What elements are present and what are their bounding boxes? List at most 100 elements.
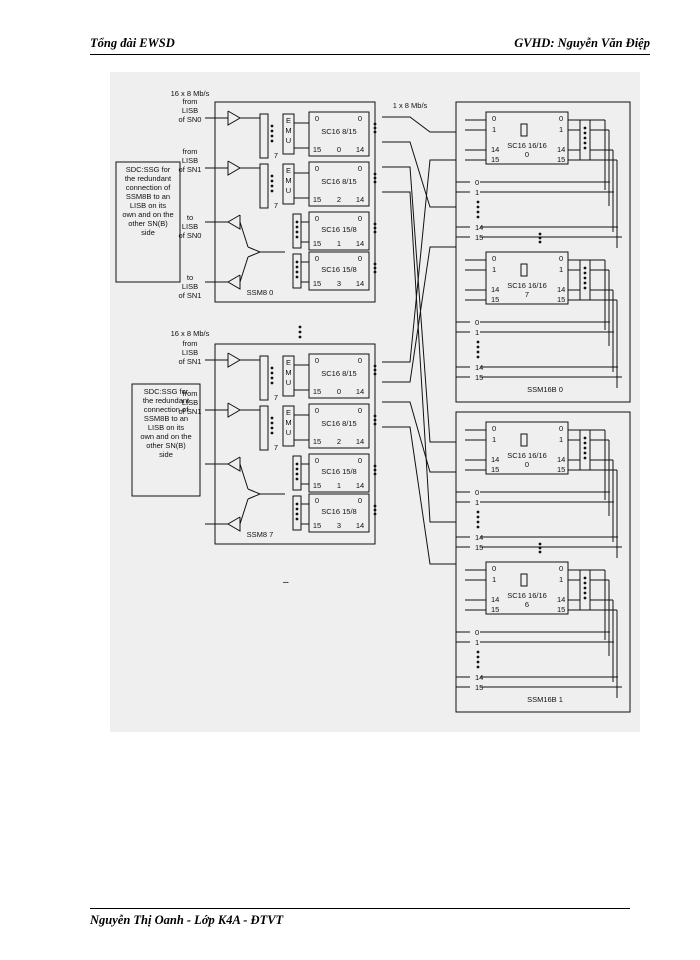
port-number: 14: [356, 195, 364, 204]
ssm16-block: [455, 411, 631, 713]
sc1616-block: [485, 111, 569, 165]
port-number: 14: [356, 521, 364, 530]
port-number: 1: [492, 575, 496, 584]
sc1616-index: 7: [525, 290, 529, 299]
port-number: 15: [475, 683, 483, 692]
input-amplifier: [227, 160, 241, 176]
port-number: 0: [475, 318, 479, 327]
port-number: 7: [274, 151, 278, 160]
port-number: 15: [491, 465, 499, 474]
port-number: 0: [475, 178, 479, 187]
continuation-dot: [270, 179, 274, 183]
sdc-note-text: SDC:SSG for: [126, 165, 171, 174]
continuation-dot: [583, 451, 587, 455]
source-label: LISB: [182, 156, 198, 165]
ssm16-label: SSM16B 0: [527, 385, 563, 394]
sdc-note-text: the redundant: [125, 174, 172, 183]
port-number: 14: [557, 145, 565, 154]
port-number: 14: [356, 481, 364, 490]
sc-index: 0: [337, 145, 341, 154]
port-number: 0: [315, 254, 319, 263]
sc-index: 1: [337, 481, 341, 490]
port-number: 0: [358, 356, 362, 365]
emu-letter: M: [285, 126, 291, 135]
port-number: 15: [313, 387, 321, 396]
port-number: 14: [475, 363, 483, 372]
ssm16-block: [455, 101, 631, 403]
sc-out-label: SC16 15/8: [321, 225, 356, 234]
continuation-dot: [583, 576, 587, 580]
sc-in-block: [308, 403, 370, 449]
port-number: 1: [559, 125, 563, 134]
port-number: 1: [559, 265, 563, 274]
emu-block: [282, 405, 295, 447]
continuation-dot: [295, 265, 299, 269]
switch-element: [520, 263, 528, 277]
emu-letter: E: [286, 116, 291, 125]
register-block: [579, 259, 591, 301]
continuation-dot: [476, 520, 480, 524]
register-block: [292, 253, 302, 289]
port-number: 14: [356, 437, 364, 446]
sdc-note-text: SSM8B to an: [126, 192, 170, 201]
dest-label: LISB: [182, 222, 198, 231]
sc-in-label: SC16 8/15: [321, 177, 356, 186]
port-number: 1: [492, 265, 496, 274]
dest-label: of SN1: [179, 291, 202, 300]
sc-in-label: SC16 8/15: [321, 419, 356, 428]
source-label: from: [183, 339, 198, 348]
port-number: 15: [313, 521, 321, 530]
dest-label: to: [187, 213, 193, 222]
port-number: 14: [356, 387, 364, 396]
port-number: 14: [557, 455, 565, 464]
source-label: of SN1: [179, 357, 202, 366]
continuation-dot: [476, 655, 480, 659]
sc-index: 3: [337, 279, 341, 288]
continuation-dot: [476, 350, 480, 354]
wire: [239, 221, 249, 248]
continuation-dot: [295, 235, 299, 239]
port-number: 7: [274, 201, 278, 210]
continuation-dot: [583, 271, 587, 275]
sc-in-block: [308, 111, 370, 157]
port-number: 1: [559, 435, 563, 444]
continuation-dot: [373, 364, 377, 368]
continuation-dot: [295, 512, 299, 516]
port-number: 0: [358, 254, 362, 263]
wire: [239, 256, 249, 283]
source-label: of SN1: [179, 165, 202, 174]
emu-letter: M: [285, 368, 291, 377]
sc1616-block: [485, 421, 569, 475]
sc-in-block: [308, 161, 370, 207]
port-number: 14: [356, 239, 364, 248]
emu-letter: E: [286, 358, 291, 367]
continuation-dot: [295, 472, 299, 476]
continuation-dot: [583, 281, 587, 285]
port-number: 15: [557, 155, 565, 164]
continuation-dot: [476, 355, 480, 359]
sc1616-label: SC16 16/16: [507, 281, 547, 290]
port-number: 15: [557, 605, 565, 614]
emu-block: [282, 163, 295, 205]
port-number: 15: [313, 437, 321, 446]
source-label: from: [183, 97, 198, 106]
interconnect-link: [382, 246, 456, 383]
continuation-dot: [295, 507, 299, 511]
sdc-note-box: [131, 383, 201, 497]
register-block: [579, 569, 591, 611]
port-number: 0: [315, 356, 319, 365]
emu-letter: U: [286, 428, 291, 437]
continuation-dot: [373, 262, 377, 266]
continuation-dot: [583, 286, 587, 290]
continuation-dot: [476, 510, 480, 514]
port-number: 15: [313, 195, 321, 204]
wire: [247, 246, 285, 253]
continuation-dot: [476, 515, 480, 519]
continuation-dot: [538, 236, 542, 240]
continuation-dot: [538, 542, 542, 546]
register-block: [579, 429, 591, 471]
continuation-dot: [270, 416, 274, 420]
continuation-dot: [476, 345, 480, 349]
